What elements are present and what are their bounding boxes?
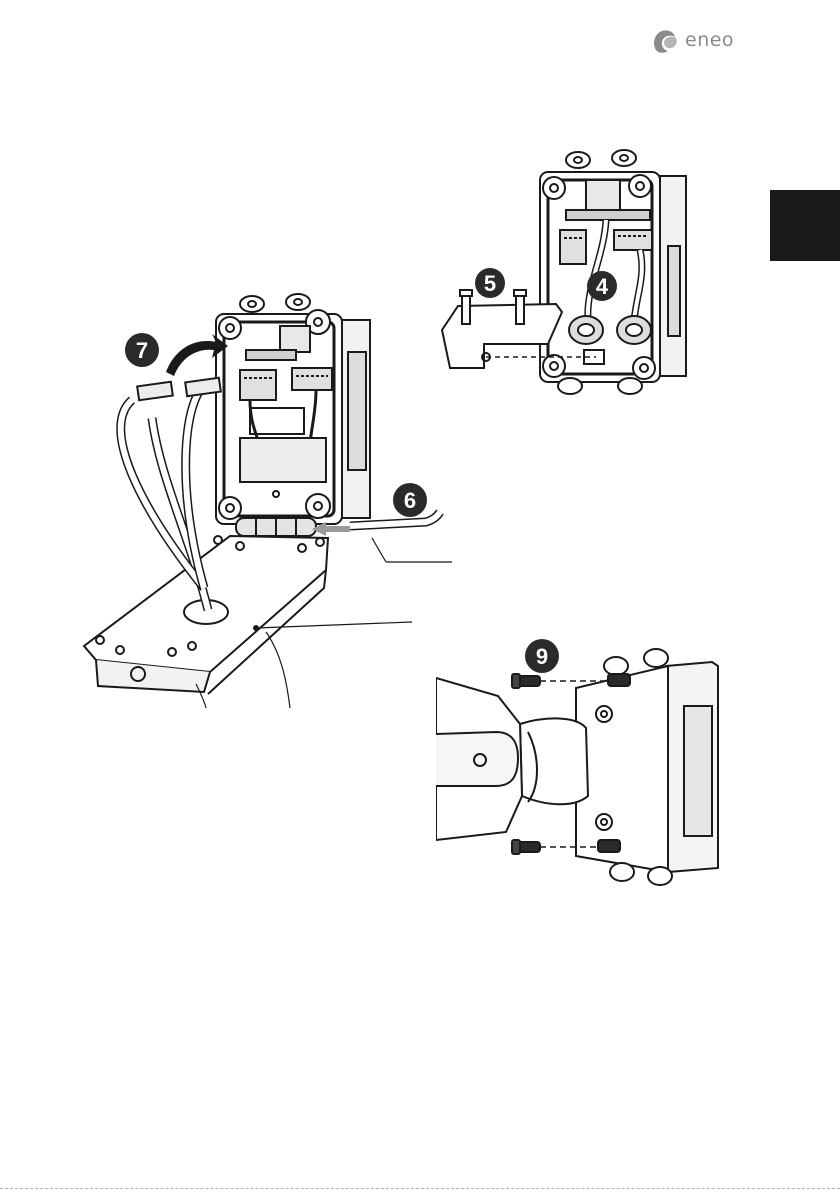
figure-gland-plate: 5 4 <box>436 146 696 408</box>
step-number-5: 5 <box>484 271 496 296</box>
section-tab <box>770 190 840 261</box>
figure-enclosure-open: 7 6 <box>80 288 452 712</box>
mount-bracket-illustration: 9 <box>436 636 726 892</box>
gland-plate-illustration: 5 4 <box>436 146 696 408</box>
step-number-6: 6 <box>404 488 416 513</box>
brand-name: eneo <box>685 29 734 51</box>
enclosure-illustration: 7 6 <box>80 288 452 712</box>
figure-mount-bracket: 9 <box>436 636 726 892</box>
page-edge <box>0 1188 840 1189</box>
step-number-9: 9 <box>536 644 548 669</box>
step-number-4: 4 <box>596 274 609 299</box>
step-number-7: 7 <box>136 338 148 363</box>
